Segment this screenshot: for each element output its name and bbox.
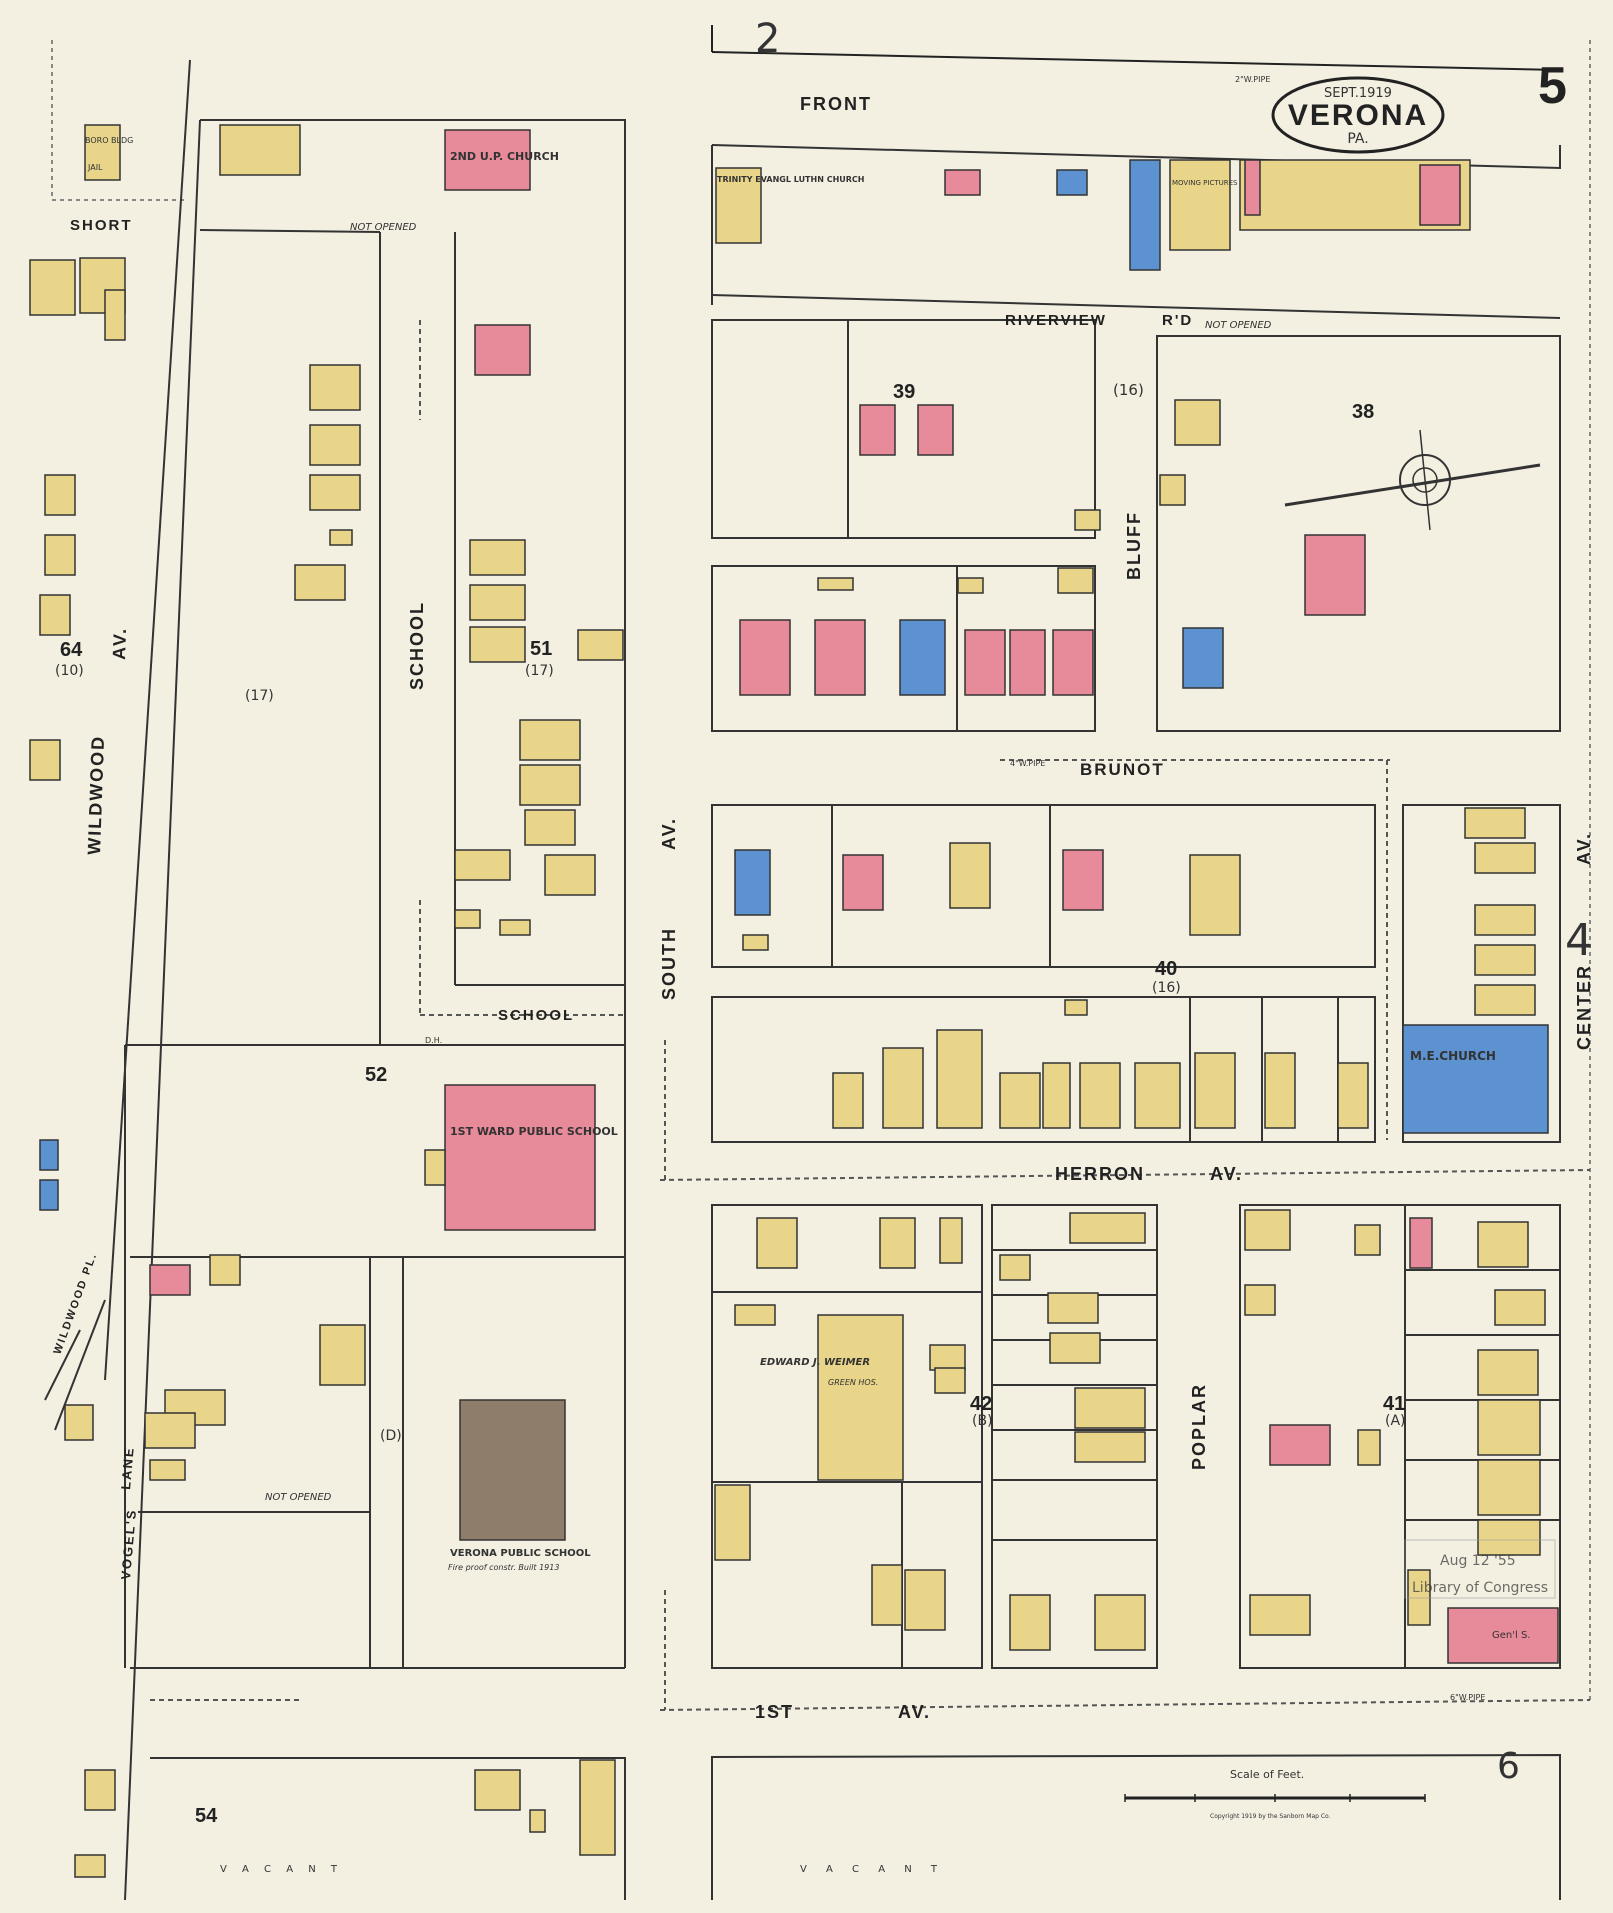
water-pipes [150,320,1591,1711]
label-2nd-up-church: 2ND U.P. CHURCH [450,150,559,163]
block-41-sub: (A) [1385,1413,1406,1429]
block-39: 39 [893,381,915,403]
street-center: CENTER [1574,964,1594,1050]
street-bluff: BLUFF [1124,511,1144,580]
not-opened-vogels: NOT OPENED [265,1492,332,1503]
label-jail: JAIL [87,163,103,172]
street-riverview: RIVERVIEW [1005,312,1107,329]
adjacent-sheet-right: 4 [1565,915,1593,966]
stamp-text: Library of Congress [1412,1580,1548,1596]
label-pipe-first: 6"W.PIPE [1450,1693,1485,1702]
street-front: FRONT [800,94,872,114]
label-verona-school-note: Fire proof constr. Built 1913 [448,1563,559,1572]
street-lines [44,59,1561,1901]
block-16: (16) [1113,381,1144,399]
title-date: SEPT.1919 [1324,86,1392,101]
block-d: (D) [380,1428,402,1444]
scale-title: Scale of Feet. [1230,1768,1304,1781]
block-40-sub: (16) [1152,980,1181,996]
label-1st-ward-school: 1ST WARD PUBLIC SCHOOL [450,1125,618,1138]
street-first: 1ST [755,1702,794,1722]
block-17: (17) [245,688,274,704]
street-short: SHORT [70,217,133,234]
not-opened-riverview: NOT OPENED [1205,320,1272,331]
street-herron-suffix: AV. [1210,1164,1243,1184]
block-64: 64 [60,639,83,661]
label-trinity-church: TRINITY EVANGL LUTHN CHURCH [717,175,864,184]
sheet-number: 5 [1538,57,1567,115]
street-vogels: VOGEL'S [118,1508,139,1580]
street-lane: LANE [118,1446,137,1491]
block-38: 38 [1352,401,1374,423]
stamp-date: Aug 12 '55 [1440,1553,1516,1569]
street-brunot: BRUNOT [1080,760,1165,779]
label-weimer: EDWARD J. WEIMER [760,1357,870,1368]
street-school-av: SCHOOL [407,601,427,690]
street-riverview-rd: R'D [1162,312,1193,329]
label-verona-school: VERONA PUBLIC SCHOOL [450,1548,591,1559]
block-40: 40 [1155,958,1177,980]
street-first-suffix: AV. [898,1702,931,1722]
block-42-sub: (B) [972,1413,993,1429]
not-opened-school: NOT OPENED [350,222,417,233]
adjacent-sheet-top: 2 [755,16,780,62]
street-wildwood: WILDWOOD [84,735,108,856]
street-south-av: SOUTH [659,927,679,1000]
label-vacant-left: V A C A N T [220,1864,343,1875]
block-42: 42 [970,1393,992,1415]
block-51-sub: (17) [525,663,554,679]
street-herron: HERRON [1055,1164,1145,1184]
label-vacant-right: V A C A N T [800,1864,945,1875]
title-town: VERONA [1288,99,1428,132]
block-51: 51 [530,638,552,660]
library-of-congress-stamp [1404,1539,1556,1599]
compass-rose-icon [1284,429,1541,531]
label-pipe-brunot: 4"W.PIPE [1010,759,1045,768]
copyright: Copyright 1919 by the Sanborn Map Co. [1210,1813,1331,1820]
label-me-church: M.E.CHURCH [1410,1049,1496,1063]
block-41: 41 [1383,1393,1405,1415]
title-state: PA. [1347,131,1368,147]
buildings [29,124,1559,1878]
street-south-av-suffix: AV. [659,817,679,850]
block-64-sub: (10) [55,663,84,679]
label-green-hos: GREEN HOS. [828,1378,878,1387]
block-52: 52 [365,1064,387,1086]
label-moving-pictures: MOVING PICTURES [1172,179,1238,187]
street-center-suffix: AV. [1574,832,1594,865]
street-poplar: POPLAR [1189,1383,1209,1470]
label-boro-bldg: BORO BLDG [85,136,133,145]
label-pipe-front: 2"W.PIPE [1235,75,1270,84]
label-hydrant: D.H. [425,1036,442,1045]
label-genl-store: Gen'l S. [1492,1630,1530,1641]
block-54: 54 [195,1805,218,1827]
street-school: SCHOOL [498,1007,574,1024]
street-wildwood-suffix: AV. [109,626,130,660]
adjacent-sheet-bottom: 6 [1497,1746,1520,1787]
